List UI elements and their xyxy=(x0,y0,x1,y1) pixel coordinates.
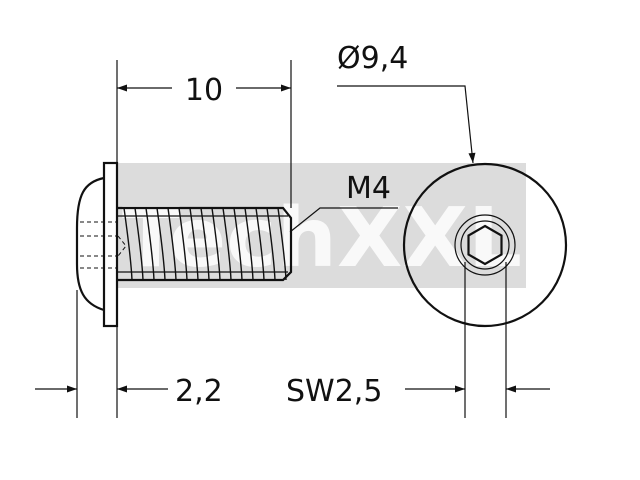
socket-outer-circle xyxy=(454,214,516,276)
head-height-dimension: 2,2 xyxy=(35,290,223,418)
length-label: 10 xyxy=(185,73,223,108)
thread-crest-line xyxy=(277,207,287,281)
hex-socket-label: SW2,5 xyxy=(286,374,382,409)
head-diameter-label: Ø9,4 xyxy=(337,41,408,76)
screw-head-dome xyxy=(75,176,105,312)
thread-label-group: M4 xyxy=(289,171,398,233)
screw-side-view xyxy=(75,161,293,328)
socket-inner-circle xyxy=(460,220,510,270)
thread-leader xyxy=(289,207,398,233)
head-height-label: 2,2 xyxy=(175,374,223,409)
thread-crest-line xyxy=(200,207,210,281)
screw-flange xyxy=(102,161,119,328)
screw-end-view xyxy=(402,162,568,328)
thread-crest-line xyxy=(178,207,188,281)
thread-crest-line xyxy=(233,207,243,281)
thread-crest-line xyxy=(134,207,144,281)
thread-crest-line xyxy=(156,207,166,281)
hex-socket-dimension: SW2,5 xyxy=(286,262,550,418)
thread-crests xyxy=(123,207,287,281)
thread-crest-line xyxy=(222,207,232,281)
head-diameter-dimension: Ø9,4 xyxy=(337,41,476,164)
length-dimension: 10 xyxy=(116,60,292,208)
thread-label: M4 xyxy=(346,171,391,206)
thread-crest-line xyxy=(266,207,276,281)
thread-crest-line xyxy=(189,207,199,281)
thread-crest-line xyxy=(244,207,254,281)
head-diameter-leader xyxy=(337,85,476,164)
thread-outline xyxy=(117,206,293,282)
thread-crest-line xyxy=(123,207,133,281)
thread-crest-line xyxy=(255,207,265,281)
hex-socket-icon xyxy=(467,224,503,266)
thread-crest-line xyxy=(167,207,177,281)
thread-crest-line xyxy=(211,207,221,281)
thread-crest-line xyxy=(145,207,155,281)
socket-hidden-cone xyxy=(117,235,127,257)
screw-head-outer-circle xyxy=(402,162,568,328)
